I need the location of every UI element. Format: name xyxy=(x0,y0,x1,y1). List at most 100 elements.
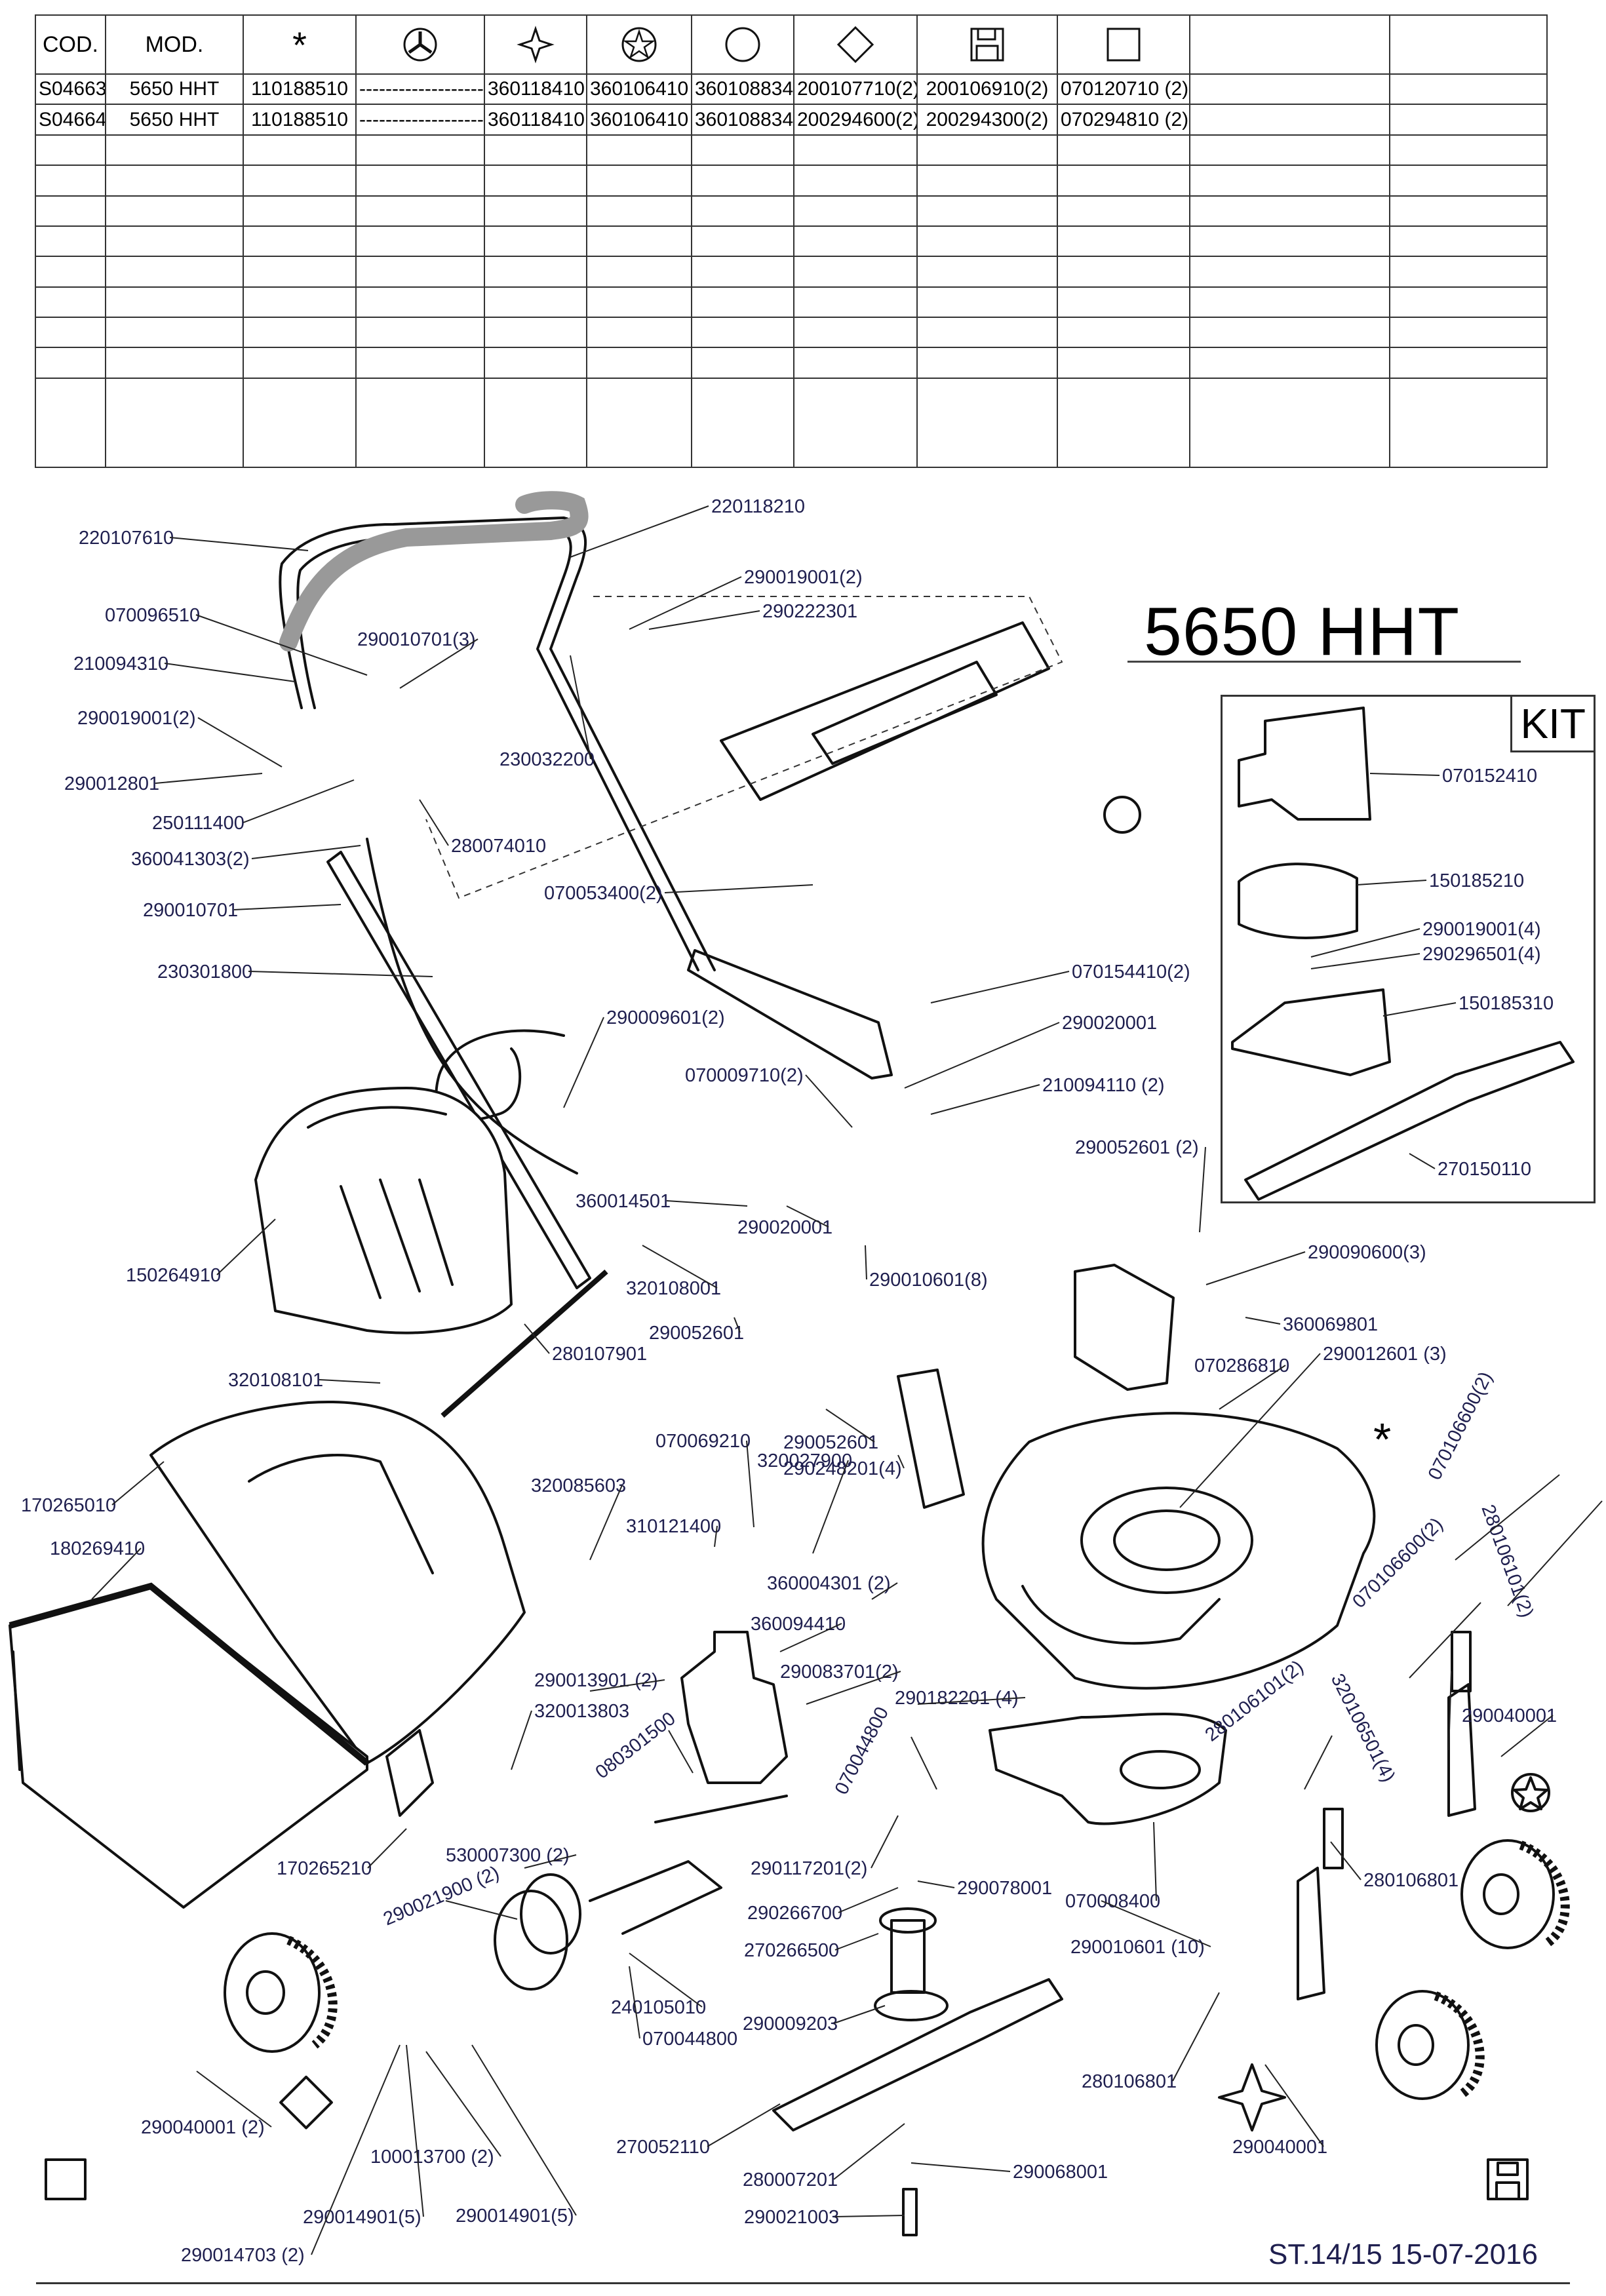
table-row-empty xyxy=(35,165,1548,197)
part-label: 290019001(2) xyxy=(77,708,196,729)
table-cell: 110188510 xyxy=(243,104,357,136)
table-cell-empty xyxy=(243,225,357,258)
rear-cover-plate xyxy=(1074,1264,1175,1391)
table-cell: S04663 xyxy=(35,73,106,106)
table-cell-empty xyxy=(586,347,692,379)
diamond-icon xyxy=(836,26,874,64)
table-cell-empty xyxy=(1189,347,1390,379)
leader-line xyxy=(425,2051,501,2157)
leader-line xyxy=(746,1440,754,1528)
handle-upper-bar xyxy=(279,491,716,971)
table-cell-empty xyxy=(1389,286,1548,319)
part-label: 280007201 xyxy=(743,2170,838,2190)
table-cell: 360106410 xyxy=(586,73,692,106)
leader-line xyxy=(243,779,355,823)
leader-line xyxy=(589,1679,665,1692)
part-label: 280106101(2) xyxy=(1477,1502,1537,1620)
leader-line xyxy=(911,2162,1011,2172)
wheel-star-4-icon xyxy=(1218,2063,1286,2131)
table-cell-empty xyxy=(355,225,485,258)
leader-line xyxy=(1409,1602,1481,1679)
part-label: 230032200 xyxy=(499,749,595,770)
table-cell-empty xyxy=(1057,134,1190,166)
leader-line xyxy=(629,576,742,630)
part-label: 290010601(8) xyxy=(869,1270,988,1291)
leader-line xyxy=(917,1880,955,1888)
leader-line xyxy=(1500,1715,1554,1757)
leader-line xyxy=(197,717,283,768)
table-cell-empty xyxy=(1057,316,1190,349)
leader-line xyxy=(563,1017,604,1108)
part-label: 210094110 (2) xyxy=(1042,1075,1165,1096)
table-cell-empty xyxy=(586,165,692,197)
leader-line xyxy=(707,2103,781,2147)
table-cell-empty xyxy=(35,225,106,258)
leader-line xyxy=(233,904,342,910)
table-cell-empty xyxy=(484,347,587,379)
table-cell-empty xyxy=(691,347,794,379)
leader-line xyxy=(1330,1841,1361,1880)
part-label: 240105010 xyxy=(611,1997,706,2018)
model-title-underline xyxy=(1127,661,1521,663)
table-row-empty xyxy=(35,225,1548,258)
table-cell-empty xyxy=(1389,347,1548,379)
table-cell-empty xyxy=(243,347,357,379)
part-label: 220107610 xyxy=(79,528,174,549)
part-label: 250111400 xyxy=(152,813,245,834)
table-cell: 200106910(2) xyxy=(916,73,1058,106)
table-cell: 070294810 (2) xyxy=(1057,104,1190,136)
leader-line xyxy=(91,1547,142,1600)
leader-line xyxy=(406,2044,424,2217)
table-header-10 xyxy=(1189,14,1390,75)
table-cell-empty xyxy=(1189,165,1390,197)
table-cell: -------------------- xyxy=(355,104,485,136)
part-label: 290009601(2) xyxy=(606,1007,725,1028)
table-cell-empty xyxy=(793,256,918,288)
part-label: 220118210 xyxy=(711,496,805,517)
leader-line xyxy=(570,505,709,558)
part-label: 230301800 xyxy=(157,962,252,983)
table-cell-empty xyxy=(105,195,244,227)
part-label: 070096510 xyxy=(105,605,200,626)
kit-part-label: 070152410 xyxy=(1442,766,1537,787)
table-cell: 200294300(2) xyxy=(916,104,1058,136)
table-cell-empty xyxy=(484,134,587,166)
table-cell-empty xyxy=(691,195,794,227)
table-cell-empty xyxy=(1189,225,1390,258)
table-cell-empty xyxy=(916,195,1058,227)
front-axle xyxy=(654,1795,788,1823)
leader-line xyxy=(589,1485,623,1561)
table-cell-empty xyxy=(105,165,244,197)
table-cell-empty xyxy=(793,134,918,166)
leader-line xyxy=(714,1525,718,1547)
flap-group-outline xyxy=(425,596,1063,899)
part-label: 070008400 xyxy=(1065,1891,1160,1912)
part-label: 320013803 xyxy=(534,1701,629,1722)
part-label: 280106801 xyxy=(1363,1870,1459,1891)
leader-line xyxy=(812,1460,849,1554)
table-cell-empty xyxy=(105,225,244,258)
table-header-3 xyxy=(355,14,485,75)
part-label: 290014901(5) xyxy=(456,2206,574,2227)
leader-line xyxy=(806,1671,901,1705)
leader-lines xyxy=(91,505,1603,2255)
table-cell-empty xyxy=(916,347,1058,379)
kit-part-label: 270150110 xyxy=(1438,1159,1531,1180)
leader-line xyxy=(399,638,479,689)
leader-line xyxy=(445,1900,518,1920)
table-cell-empty xyxy=(1189,256,1390,288)
leader-line xyxy=(216,1218,276,1275)
rear-axle-rod xyxy=(441,1269,608,1418)
part-label: 070044800 xyxy=(642,2029,737,2050)
part-label: 320108001 xyxy=(626,1278,721,1299)
table-cell-empty xyxy=(1389,377,1548,469)
table-cell: 5650 HHT xyxy=(105,73,244,106)
table-cell-empty xyxy=(1057,286,1190,319)
table-cell-empty xyxy=(35,134,106,166)
kit-part-label: 150185310 xyxy=(1459,993,1554,1014)
square-icon xyxy=(45,2158,87,2200)
table-cell-empty xyxy=(1189,134,1390,166)
